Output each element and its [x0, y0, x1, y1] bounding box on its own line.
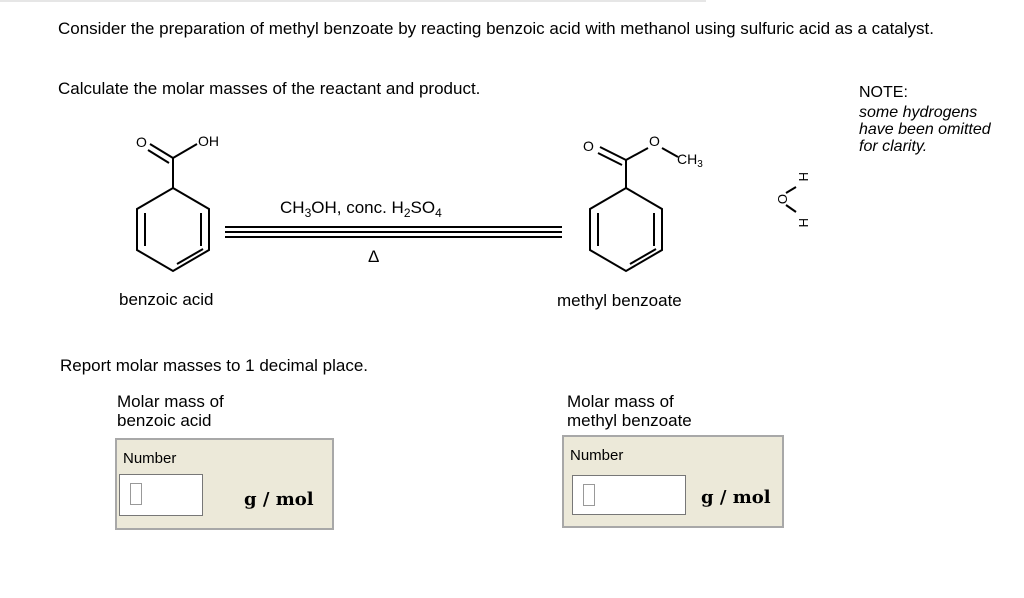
note-body: some hydrogens have been omitted for cla…	[859, 104, 991, 155]
number-label: Number	[123, 450, 177, 467]
equilibrium-arrow	[225, 226, 562, 238]
answer-box-methyl-benzoate: Number g / mol	[562, 435, 784, 528]
answer-box-benzoic-acid: Number g / mol	[115, 438, 334, 530]
input-caret	[130, 483, 142, 505]
reaction-scheme: O OH CH3OH, conc. H2SO4 Δ O O CH3 H O H	[136, 133, 811, 273]
benzoic-o-label: O	[136, 134, 147, 150]
methyl-benzoate-structure: O O CH3	[583, 133, 703, 273]
water-o: O	[775, 194, 790, 204]
reactant-name: benzoic acid	[119, 290, 214, 309]
ester-oxygen-label: O	[649, 133, 660, 149]
input-caret	[583, 484, 595, 506]
water-h-bottom: H	[796, 218, 811, 227]
top-divider	[0, 0, 706, 2]
report-instruction: Report molar masses to 1 decimal place.	[60, 356, 369, 375]
water-structure: H O H	[775, 172, 811, 227]
molar-mass-benzoic-acid-input[interactable]	[119, 474, 203, 516]
benzoic-acid-structure: O OH	[136, 133, 219, 273]
number-label: Number	[570, 447, 624, 464]
water-h-top: H	[796, 172, 811, 181]
heat-symbol: Δ	[368, 247, 379, 266]
methyl-label: CH3	[677, 151, 703, 170]
question-text: Consider the preparation of methyl benzo…	[58, 19, 934, 38]
unit-label: g / mol	[244, 489, 314, 510]
question-instruction: Calculate the molar masses of the reacta…	[58, 79, 481, 98]
note-title: NOTE:	[859, 84, 908, 101]
reaction-conditions: CH3OH, conc. H2SO4	[280, 198, 442, 220]
molar-mass-methyl-benzoate-input[interactable]	[572, 475, 686, 515]
unit-label: g / mol	[701, 487, 771, 508]
product-name: methyl benzoate	[557, 291, 682, 310]
ester-o-label: O	[583, 138, 594, 154]
benzoic-oh-label: OH	[198, 133, 219, 149]
answer-label-benzoic-acid: Molar mass of benzoic acid	[117, 392, 224, 430]
answer-label-methyl-benzoate: Molar mass of methyl benzoate	[567, 392, 692, 430]
